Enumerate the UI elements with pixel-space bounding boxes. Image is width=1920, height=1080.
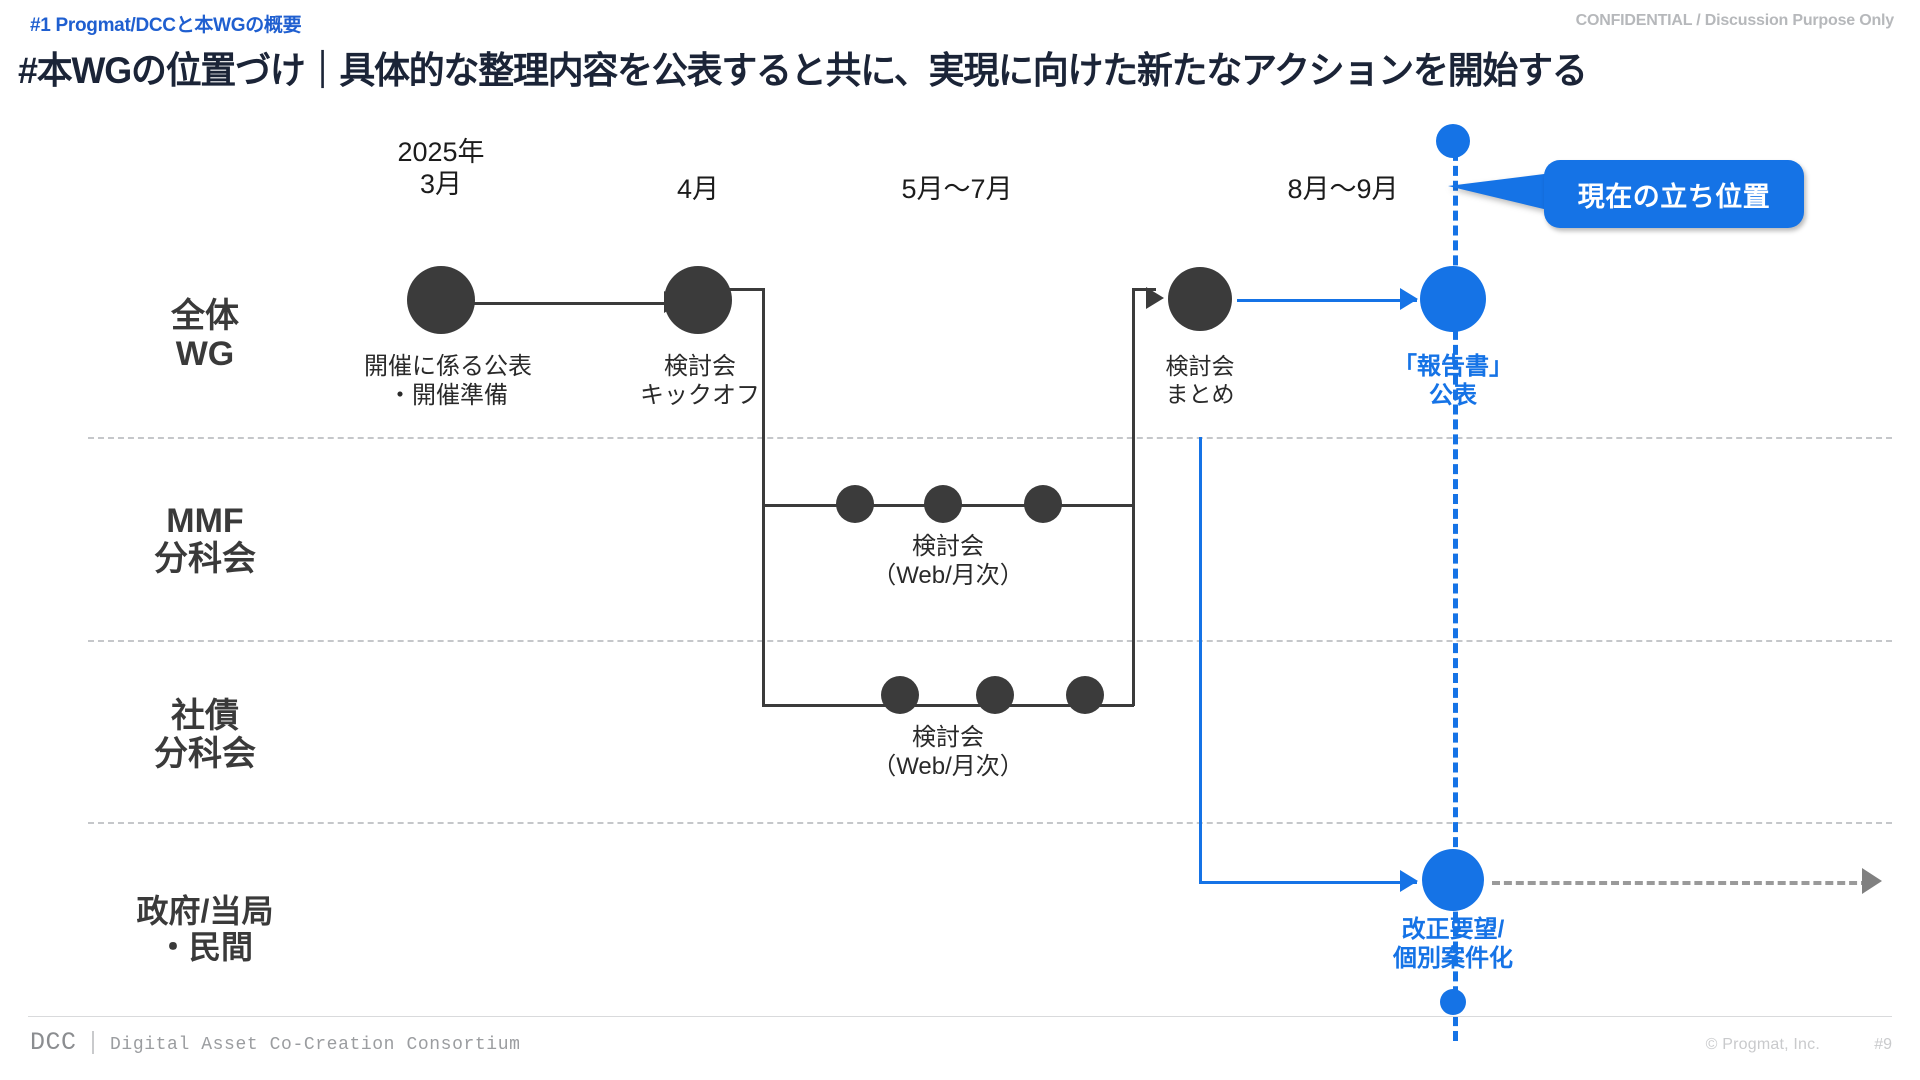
- lane-divider-1: [88, 437, 1892, 439]
- label-wg-publish-line2: ・開催準備: [388, 382, 508, 410]
- label-wg-report-line2: 公表: [1429, 382, 1477, 410]
- node-wg-summary[interactable]: [1168, 267, 1232, 331]
- period-label-4-line2: 8月〜9月: [1287, 174, 1399, 204]
- lane-label-bond: 社債 分科会: [154, 697, 256, 773]
- label-wg-publish: 開催に係る公表 ・開催準備: [364, 352, 532, 411]
- node-bond-meeting-1[interactable]: [881, 676, 919, 714]
- lane-label-overall-wg-line2: WG: [175, 335, 235, 373]
- lane-label-overall-wg-line1: 全体: [171, 296, 239, 335]
- label-wg-summary-line2: まとめ: [1165, 381, 1235, 408]
- arrowhead-future: [1862, 868, 1882, 894]
- lane-label-government-line2: ・民間: [156, 929, 253, 965]
- label-wg-kickoff: 検討会 キックオフ: [640, 352, 760, 411]
- label-gov-action: 改正要望/ 個別案件化: [1393, 915, 1513, 974]
- footer-page-number: #9: [1874, 1036, 1892, 1053]
- connector-future-dashed: [1492, 881, 1869, 885]
- label-wg-publish-line1: 開催に係る公表: [364, 353, 532, 380]
- period-label-2: 4月: [677, 174, 719, 206]
- lane-divider-3: [88, 822, 1892, 824]
- label-bond-meeting-line2: （Web/月次）: [872, 753, 1024, 781]
- period-label-3: 5月〜7月: [901, 174, 1012, 206]
- confidentiality-notice: CONFIDENTIAL / Discussion Purpose Only: [1575, 12, 1895, 29]
- node-wg-kickoff[interactable]: [664, 266, 732, 334]
- lane-label-bond-line1: 社債: [171, 696, 239, 735]
- footer-logo: DCC | Digital Asset Co-Creation Consorti…: [30, 1028, 521, 1057]
- label-mmf-meeting-line2: （Web/月次）: [872, 562, 1024, 590]
- lane-label-bond-line2: 分科会: [154, 735, 256, 773]
- node-current-position-top: [1436, 124, 1470, 158]
- current-position-callout[interactable]: 現在の立ち位置: [1544, 160, 1804, 228]
- lane-label-overall-wg: 全体 WG: [171, 297, 239, 373]
- period-label-1-line2: 3月: [419, 168, 463, 199]
- period-label-4: 8月〜9月: [1287, 174, 1398, 206]
- node-wg-report[interactable]: [1420, 266, 1486, 332]
- period-label-1: 2025年 3月: [397, 137, 484, 201]
- node-mmf-meeting-1[interactable]: [836, 485, 874, 523]
- arrowhead-to-gov-action: [1400, 870, 1418, 892]
- label-wg-kickoff-line2: キックオフ: [640, 382, 760, 410]
- node-mmf-meeting-2[interactable]: [924, 485, 962, 523]
- node-mmf-meeting-3[interactable]: [1024, 485, 1062, 523]
- label-mmf-meeting-line1: 検討会: [912, 533, 984, 560]
- label-wg-report: 「報告書」 公表: [1393, 352, 1513, 411]
- node-current-position-bottom: [1440, 989, 1466, 1015]
- lane-label-mmf-line2: 分科会: [154, 540, 256, 578]
- connector-to-gov-action: [1199, 881, 1417, 884]
- connector-summary-down: [1199, 437, 1202, 881]
- page-title: #本WGの位置づけ｜具体的な整理内容を公表すると共に、実現に向けた新たなアクショ…: [18, 50, 1588, 91]
- footer-divider: [28, 1016, 1892, 1017]
- current-position-callout-label: 現在の立ち位置: [1577, 181, 1771, 212]
- label-gov-action-line2: 個別案件化: [1393, 945, 1513, 973]
- callout-tail: [1448, 173, 1552, 211]
- connector-summary-to-report: [1237, 299, 1417, 302]
- label-mmf-meeting: 検討会 （Web/月次）: [872, 532, 1024, 591]
- label-bond-meeting-line1: 検討会: [912, 724, 984, 751]
- node-bond-meeting-2[interactable]: [976, 676, 1014, 714]
- footer-logo-mark: DCC: [30, 1028, 77, 1057]
- label-bond-meeting: 検討会 （Web/月次）: [872, 723, 1024, 782]
- lane-label-mmf-line1: MMF: [166, 501, 244, 540]
- connector-kickoff-down: [762, 288, 765, 706]
- lane-label-mmf: MMF 分科会: [154, 502, 256, 578]
- period-label-1-line1: 2025年: [397, 137, 485, 167]
- arrowhead-to-report: [1400, 288, 1418, 310]
- label-wg-summary-line1: 検討会: [1165, 353, 1235, 379]
- node-gov-action[interactable]: [1422, 849, 1484, 911]
- connector-bond-lane-line: [762, 704, 1134, 707]
- footer-copyright: © Progmat, Inc.: [1705, 1036, 1820, 1053]
- period-label-3-line2: 5月〜7月: [901, 174, 1013, 204]
- connector-publish-to-kickoff: [450, 302, 682, 305]
- node-bond-meeting-3[interactable]: [1066, 676, 1104, 714]
- lane-label-government: 政府/当局 ・民間: [136, 893, 274, 966]
- connector-kickoff-right: [700, 288, 764, 291]
- connector-summary-left: [1132, 288, 1156, 291]
- footer-logo-subtitle: Digital Asset Co-Creation Consortium: [110, 1035, 521, 1055]
- footer-logo-divider: |: [85, 1028, 102, 1057]
- period-label-2-line2: 4月: [676, 174, 720, 204]
- current-position-dashed-line: [1453, 136, 1458, 1041]
- lane-divider-2: [88, 640, 1892, 642]
- label-gov-action-line1: 改正要望/: [1401, 916, 1505, 943]
- arrowhead-to-summary: [1146, 287, 1164, 309]
- label-wg-summary: 検討会 まとめ: [1166, 352, 1235, 408]
- node-wg-publish[interactable]: [407, 266, 475, 334]
- label-wg-report-line1: 「報告書」: [1393, 353, 1513, 380]
- label-wg-kickoff-line1: 検討会: [664, 353, 736, 380]
- section-kicker: #1 Progmat/DCCと本WGの概要: [30, 15, 302, 36]
- lane-label-government-line1: 政府/当局: [136, 893, 274, 930]
- connector-up-to-summary: [1132, 288, 1135, 706]
